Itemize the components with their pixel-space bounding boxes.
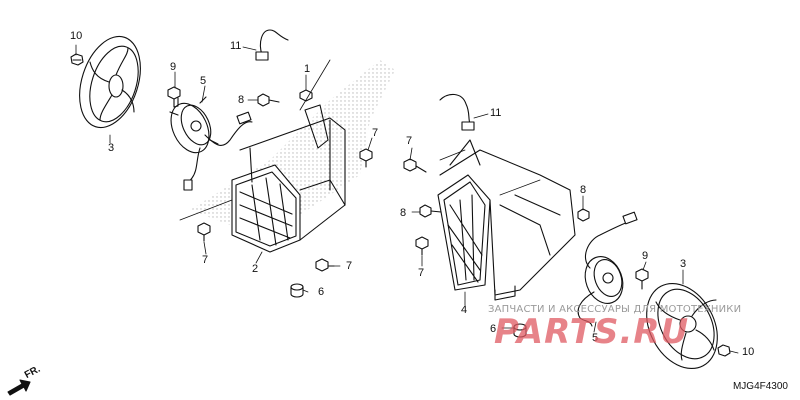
callout-10-right: 10 <box>742 346 755 358</box>
bolt-9-right-icon <box>635 268 649 290</box>
front-arrow-icon <box>7 379 31 396</box>
callout-7-d: 7 <box>406 135 413 147</box>
bolt-7-a-icon <box>359 148 373 168</box>
callout-8-right-b: 8 <box>580 184 587 196</box>
callout-5-right: 5 <box>592 332 599 344</box>
callout-3-right: 3 <box>680 258 687 270</box>
wire-11-right-icon <box>439 93 475 131</box>
callout-7-e: 7 <box>418 267 425 279</box>
callout-8-left: 8 <box>238 94 245 106</box>
callout-1: 1 <box>304 63 311 75</box>
bolt-8-right-b-icon <box>577 208 590 222</box>
fan-blade-right-icon <box>646 282 718 370</box>
bolt-9-left-icon <box>167 86 181 108</box>
bolt-7-c-icon <box>315 258 335 272</box>
bolt-8-left-icon <box>257 93 280 107</box>
callout-11-right: 11 <box>490 107 502 119</box>
fan-motor-left-icon <box>169 96 253 191</box>
bolt-8-right-a-icon <box>419 204 442 218</box>
callout-2: 2 <box>252 263 259 275</box>
callout-8-right-a: 8 <box>400 207 407 219</box>
fan-shroud-right-icon <box>437 139 576 301</box>
callout-7-a: 7 <box>372 127 379 139</box>
callout-6-right: 6 <box>490 323 497 335</box>
nut-10-left-icon <box>70 53 84 66</box>
callout-9-right: 9 <box>642 250 649 262</box>
callout-7-c: 7 <box>346 260 353 272</box>
bolt-7-b-icon <box>197 222 211 242</box>
callout-5-left: 5 <box>200 75 207 87</box>
fan-blade-left-icon <box>79 35 141 129</box>
grommet-6-left-icon <box>290 283 304 298</box>
watermark-tagline: ЗАПЧАСТИ И АКСЕССУАРЫ ДЛЯ МОТОТЕХНИКИ <box>488 304 742 315</box>
callout-9-left: 9 <box>170 61 177 73</box>
fan-shroud-left-icon <box>231 104 346 253</box>
wire-11-left-icon <box>255 29 289 61</box>
callout-10-left: 10 <box>70 30 83 42</box>
bolt-7-d-icon <box>403 158 427 173</box>
callout-3-left: 3 <box>108 142 115 154</box>
bolt-7-e-icon <box>415 236 429 256</box>
callout-6-left: 6 <box>318 286 325 298</box>
diagram-code: MJG4F4300 <box>732 381 788 392</box>
fan-motor-right-icon <box>577 211 638 327</box>
callout-4: 4 <box>461 304 468 316</box>
leader-lines <box>75 44 739 354</box>
watermark-logo: PARTS.RU <box>494 312 690 352</box>
callout-11-left: 11 <box>230 40 242 52</box>
nut-10-right-icon <box>717 344 731 357</box>
callout-7-b: 7 <box>202 254 209 266</box>
grommet-6-right-icon <box>513 323 527 338</box>
